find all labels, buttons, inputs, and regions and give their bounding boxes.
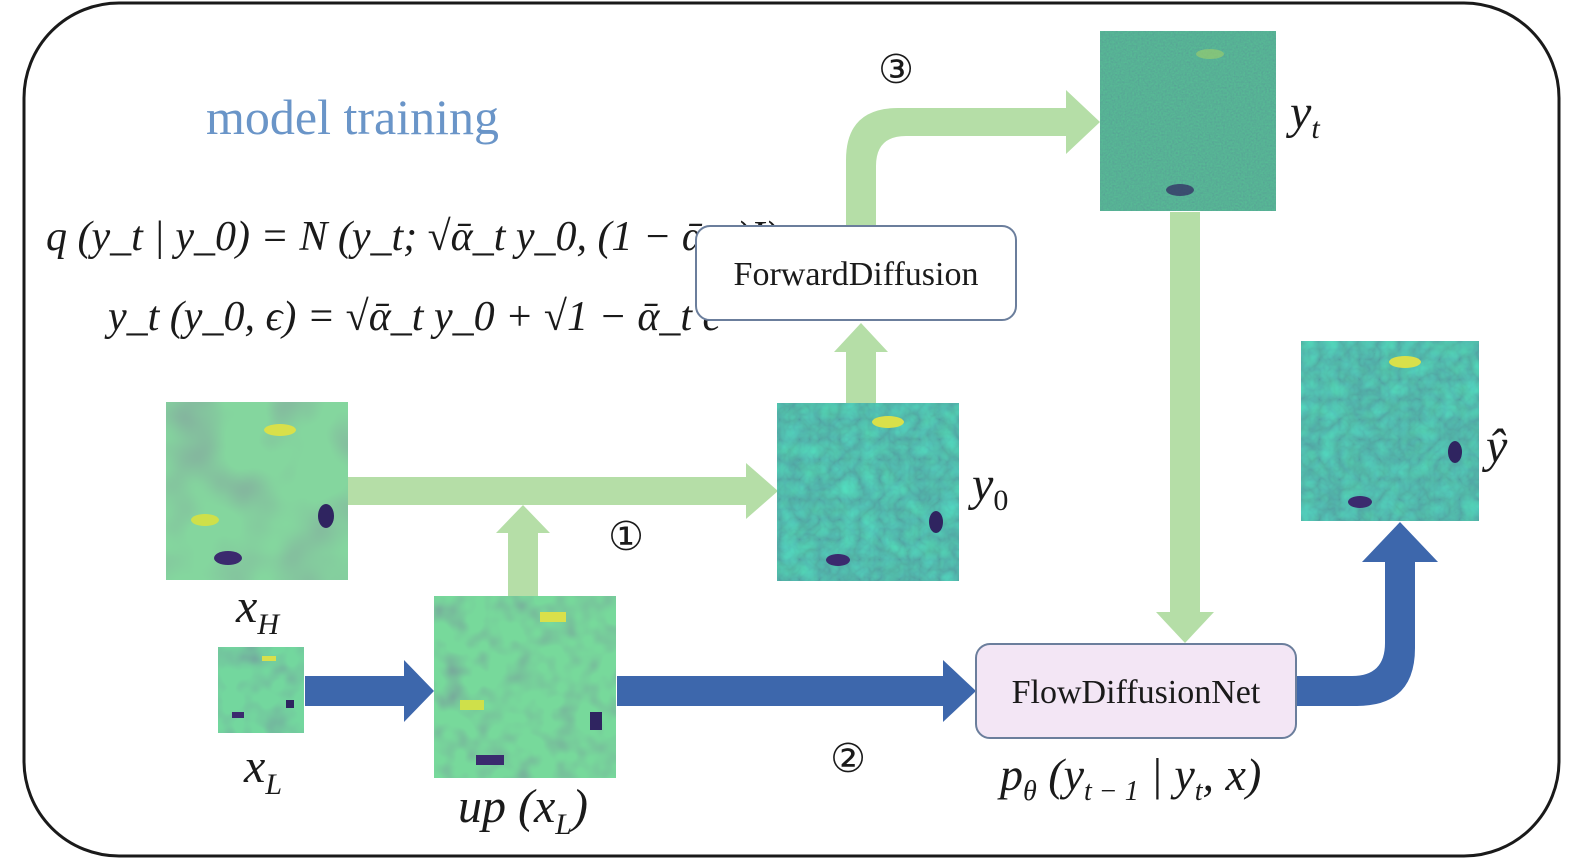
dark-arrows [305,522,1438,722]
label-p-theta: pθ (yt − 1 | yt, x) [997,749,1261,807]
arrow-net-to-yhat-shaft [1297,560,1415,706]
arrow-xh-to-y0-shaft [348,477,746,505]
arrow-up-to-merge-head [496,505,550,533]
step-one-marker: ① [608,514,644,559]
image-xh [166,402,348,580]
arrow-forward-to-yt-head [1066,90,1100,154]
diagram-title: model training [206,89,499,145]
label-y0: y0 [967,458,1008,517]
label-yt: yt [1285,86,1320,145]
arrow-xh-to-y0-head [746,463,778,519]
arrow-forward-to-yt-shaft [846,108,1066,226]
label-up-xl: up (xL) [458,780,588,841]
image-xl [218,647,304,733]
step-three-marker: ③ [878,47,914,92]
forward-diffusion-box: ForwardDiffusion [695,225,1017,321]
label-yhat: ŷ [1481,420,1508,473]
equation-line-2: y_t (y_0, ϵ) = √ᾱ_t y_0 + √1 − ᾱ_t ϵ [104,294,722,340]
arrow-xl-to-up-head [404,660,434,722]
arrow-up-to-net-shaft [617,676,945,706]
flow-diffusion-net-box: FlowDiffusionNet [975,643,1297,739]
arrow-net-to-yhat-head [1362,522,1438,562]
forward-diffusion-label: ForwardDiffusion [734,256,979,293]
arrow-yt-to-net-head [1156,612,1214,643]
image-up-xl [434,596,616,778]
label-xh: xH [235,580,281,641]
label-xl: xL [243,740,282,801]
image-y0 [777,403,959,581]
arrow-up-to-merge-shaft [508,533,538,596]
arrow-y0-to-forward-shaft [846,352,876,404]
arrow-up-to-net-head [943,660,976,722]
equation-line-1: q (y_t | y_0) = N (y_t; √ᾱ_t y_0, (1 − ᾱ… [46,214,779,260]
arrow-yt-to-net-shaft [1170,212,1200,612]
arrow-y0-to-forward-head [834,323,888,352]
image-yhat [1301,341,1479,521]
step-two-marker: ② [830,736,866,781]
flow-diffusion-net-label: FlowDiffusionNet [1012,674,1261,711]
arrow-xl-to-up-shaft [305,676,408,706]
image-yt [1100,31,1276,211]
light-arrows [348,90,1214,643]
